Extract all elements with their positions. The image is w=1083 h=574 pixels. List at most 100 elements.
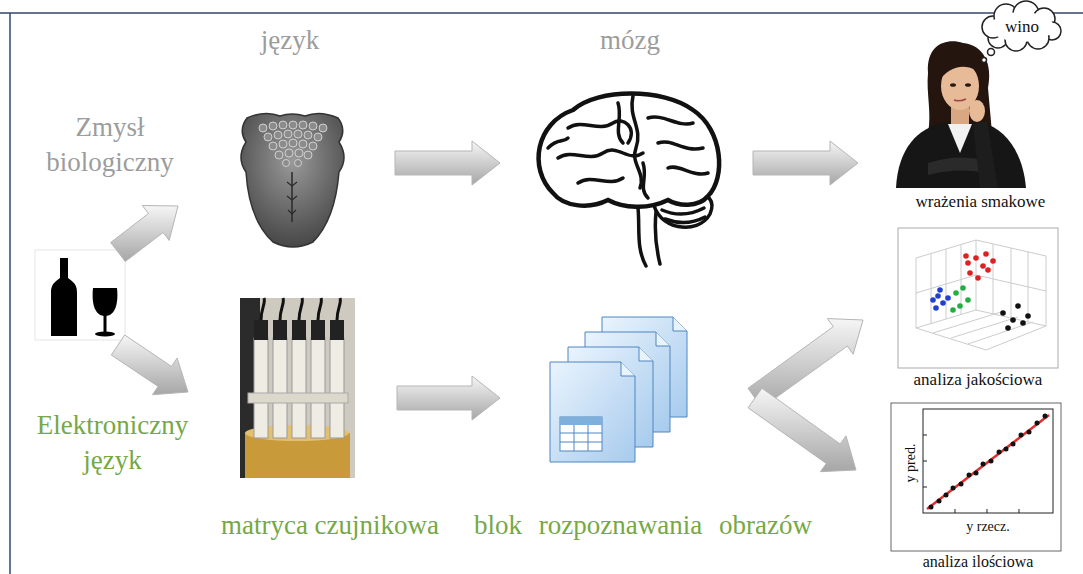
wine-icon [95,332,115,337]
scatter-3d-chart [916,240,1046,258]
scatter-3d-chart [950,307,956,313]
data-files-icon [656,332,670,346]
tongue-illustration [259,121,327,167]
regression-chart [1035,421,1040,426]
scatter-3d-chart [1000,310,1006,316]
wine-arrows [111,206,178,262]
tongue-illustration [289,121,297,129]
brain-node: mózg [520,25,740,270]
person-illustration [969,100,985,122]
tongue-illustration [304,151,312,159]
scatter-3d-chart [937,287,943,293]
sensor-array-photo [240,298,355,478]
brain-illustration [578,178,623,183]
row-label: Elektroniczny język [25,408,200,478]
brain-illustration [648,117,693,124]
wine-arrows [111,206,188,395]
tongue-illustration [299,140,307,148]
tongue-node: język [215,25,365,253]
scatter-3d-chart [1005,325,1011,331]
scatter-3d-chart [980,263,986,269]
axis-label: y pred. [903,438,919,488]
sensor-array-photo [299,298,302,320]
tongue-illustration [289,139,297,147]
person-illustration [950,83,956,87]
tongue-illustration [269,122,277,130]
data-files-icon [560,425,602,451]
tongue-illustration [269,142,277,150]
regression-chart [923,409,1053,513]
scatter-3d-chart [930,287,951,311]
data-files-icon [639,347,653,361]
sensor-array-photo [292,320,306,340]
brain-illustration [658,142,703,149]
flow-arrow [395,141,500,185]
sensor-array-photo [261,298,264,320]
scatter-3d-chart [983,251,989,257]
regression-chart [929,505,934,510]
brain-illustration [539,94,720,267]
data-files-icon [560,417,602,425]
scatter-3d-chart [973,255,979,261]
frame-border [0,13,1083,574]
flow-arrow [397,376,500,420]
wine-icon [35,250,125,340]
scatter-3d-chart [965,260,971,266]
sensor-array-photo [273,338,287,438]
tongue-illustration [309,122,317,130]
scatter-3d-chart [957,303,963,309]
regression-chart [1004,447,1009,452]
tongue-illustration [285,149,293,157]
scatter-3d-chart [963,251,996,281]
wine-icon [35,250,125,340]
scatter-3d-chart [945,295,951,301]
caption: analiza ilościowa [888,553,1068,571]
scatter-3d-chart [1025,313,1031,319]
sensor-array-photo [254,338,344,438]
tongue-illustration [241,113,344,247]
axis-label: y rzecz. [933,519,1043,535]
tongue-illustration [264,133,272,141]
regression-chart [937,499,942,504]
tongue-illustration [241,113,344,247]
brain-illustration [638,208,646,266]
scatter-3d-chart [933,312,1033,344]
scatter-3d-chart [916,310,1046,350]
person-illustration [990,12,1054,42]
chart-node: y pred. y rzecz. analiza ilościowa [888,403,1068,574]
organ-heading: język [215,25,365,56]
sensor-array-photo [292,338,306,438]
tongue-illustration [279,140,287,148]
regression-chart [1027,430,1032,435]
scatter-3d-chart [965,297,971,303]
stage-caption: matryca czujnikowa [210,510,450,541]
brain-illustration [632,96,641,188]
wine-icon [93,288,118,316]
scatter-3d-chart [960,285,966,291]
person-illustration [973,121,998,188]
thought-text: wino [989,17,1055,37]
scatter-3d-chart [967,270,973,276]
data-files-icon [550,362,635,462]
tongue-illustration [309,142,317,150]
tongue-illustration [314,133,322,141]
regression-chart [1011,442,1016,447]
caption: wrażenia smakowe [888,192,1073,212]
tongue-illustration [274,131,282,139]
brain-illustration [655,212,660,264]
tongue-illustration [295,160,302,167]
brain-illustration [539,94,720,207]
sensor-array-photo [254,320,268,340]
person-illustration [988,49,995,56]
regression-chart [989,459,994,464]
regression-chart [927,415,1049,509]
scatter-3d-chart [1015,303,1021,309]
data-files-icon [550,362,635,462]
pattern-block-node: blok rozpoznawania obrazów [458,312,828,548]
scatter-3d-chart [985,267,991,273]
regression-chart [944,493,949,498]
tongue-illustration [283,160,290,167]
scatter-3d-chart [963,253,969,259]
scatter-3d-chart [1020,320,1026,326]
